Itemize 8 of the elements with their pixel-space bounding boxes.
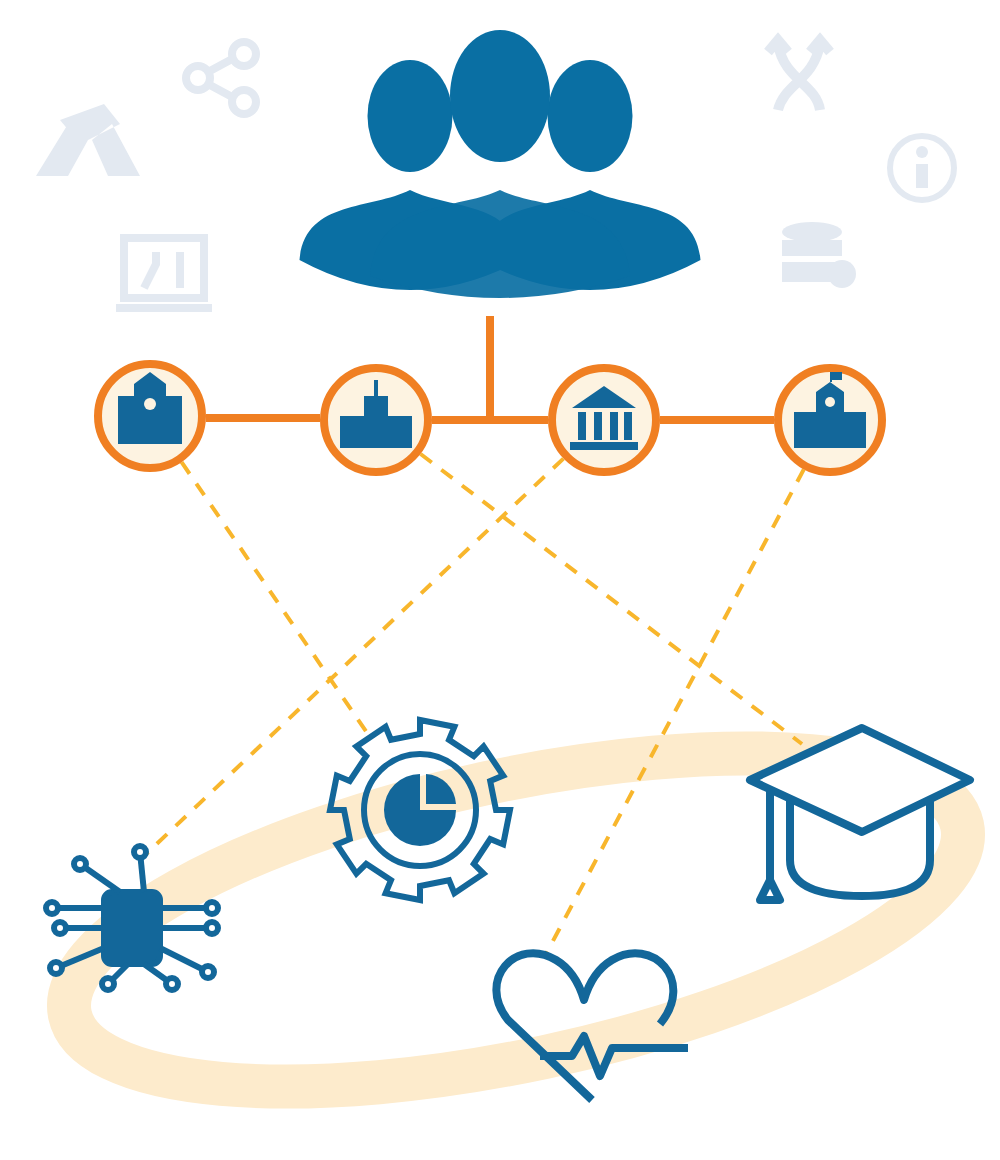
building-badge-icon (548, 364, 660, 476)
building-badge-icon (94, 360, 206, 472)
dashed-connector (419, 452, 804, 746)
connector-line (206, 414, 320, 422)
building-badge-icon (320, 364, 432, 476)
gear-chart-icon (326, 716, 514, 904)
connector-line (660, 416, 774, 424)
building-badge-icon (774, 364, 886, 476)
